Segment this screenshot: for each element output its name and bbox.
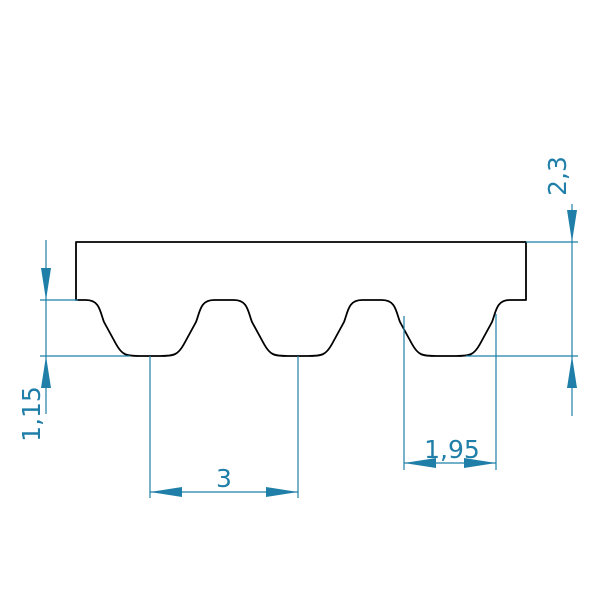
arrowhead-pitch-left xyxy=(150,487,182,497)
arrowhead-left-bottom xyxy=(41,356,51,388)
dimension-label-tooth-height: 1,15 xyxy=(17,386,46,442)
arrowhead-left-top xyxy=(41,268,51,300)
dimension-label-total-height: 2,3 xyxy=(543,156,572,196)
arrowhead-tooth-right xyxy=(464,458,496,468)
arrowhead-pitch-right xyxy=(266,487,298,497)
dimension-label-pitch: 3 xyxy=(216,464,232,493)
dimension-label-tooth-width: 1,95 xyxy=(424,435,480,464)
arrowhead-tooth-left xyxy=(404,458,436,468)
arrowhead-right-top xyxy=(567,210,577,242)
arrowhead-right-bottom xyxy=(567,356,577,388)
belt-outline xyxy=(75,241,527,357)
